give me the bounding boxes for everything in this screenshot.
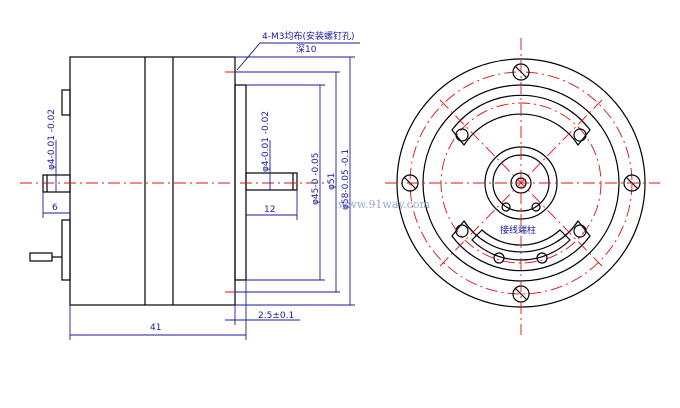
depth-note: 深10: [296, 44, 317, 55]
dim-left-shaft-len: 6: [52, 203, 58, 213]
dim-bolt-circle-dia: φ51: [327, 173, 337, 190]
hole-note: 4-M3均布(安装螺钉孔): [262, 30, 355, 42]
dim-flange-thickness: 2.5±0.1: [258, 311, 294, 321]
terminal-pin: [29, 252, 53, 262]
front-shaft: [245, 172, 298, 191]
dim-right-shaft-dia: φ4-0.01 -0.02: [261, 111, 271, 172]
dim-body-dia: φ58-0.05 -0.1: [341, 149, 351, 210]
side-view: [20, 56, 330, 306]
dim-body-length: 41: [150, 323, 161, 333]
watermark: www.91way.com: [338, 198, 430, 211]
terminal-note: 接线端柱: [500, 224, 536, 236]
rear-shaft: [42, 174, 71, 193]
terminal-block: [61, 219, 71, 281]
flange: [234, 84, 247, 281]
front-view: [385, 38, 660, 335]
dim-right-shaft-len: 12: [264, 205, 275, 215]
dim-left-shaft-dia: φ4-0.01 -0.02: [47, 109, 57, 170]
dimension-lines: [42, 42, 360, 340]
dim-pilot-dia: φ45-0 -0.05: [311, 152, 321, 205]
